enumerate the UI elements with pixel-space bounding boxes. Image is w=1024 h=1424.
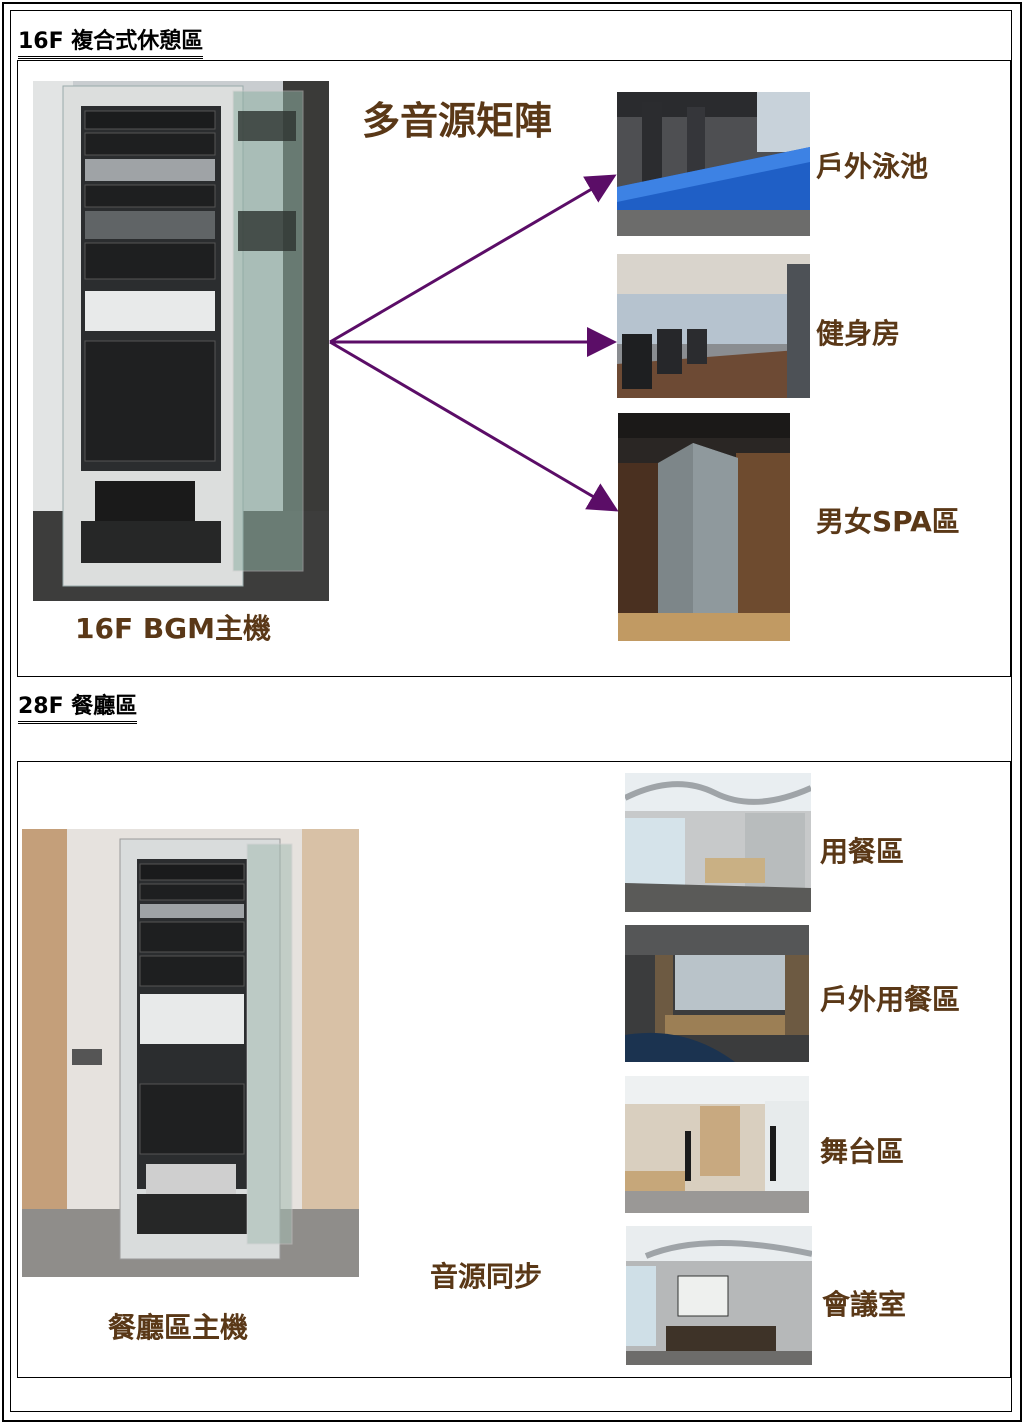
zone-label-outdoor-dining: 戶外用餐區 [820,983,961,1016]
zone-label-stage: 舞台區 [820,1135,905,1168]
zone-label-spa: 男女SPA區 [816,505,960,538]
matrix-label: 多音源矩陣 [362,99,553,143]
sync-label: 音源同步 [430,1260,543,1293]
rack-photo-28f [22,829,359,1277]
zone-label-dining: 用餐區 [820,835,905,868]
spa-photo [618,413,790,641]
dining-photo [625,773,811,912]
zone-label-meeting: 會議室 [822,1288,907,1321]
section-title-16f-text: 16F 複合式休憩區 [18,29,204,54]
section-title-underline [18,56,204,59]
outdoor-dining-photo [625,925,809,1062]
zone-label-pool: 戶外泳池 [816,150,929,183]
zone-label-gym: 健身房 [816,317,901,350]
host-label-28f: 餐廳區主機 [108,1311,249,1344]
section-title-underline-28f [18,721,138,724]
meeting-room-photo [626,1226,812,1365]
section-title-28f: 28F 餐廳區 [18,694,138,724]
host-label-16f: 16F BGM主機 [75,612,272,645]
stage-photo [625,1076,809,1213]
pool-photo [617,92,810,236]
inner-frame [10,10,1012,1412]
rack-photo-16f [33,81,329,601]
section-title-16f: 16F 複合式休憩區 [18,29,204,59]
section-title-28f-text: 28F 餐廳區 [18,694,138,719]
gym-photo [617,254,810,398]
